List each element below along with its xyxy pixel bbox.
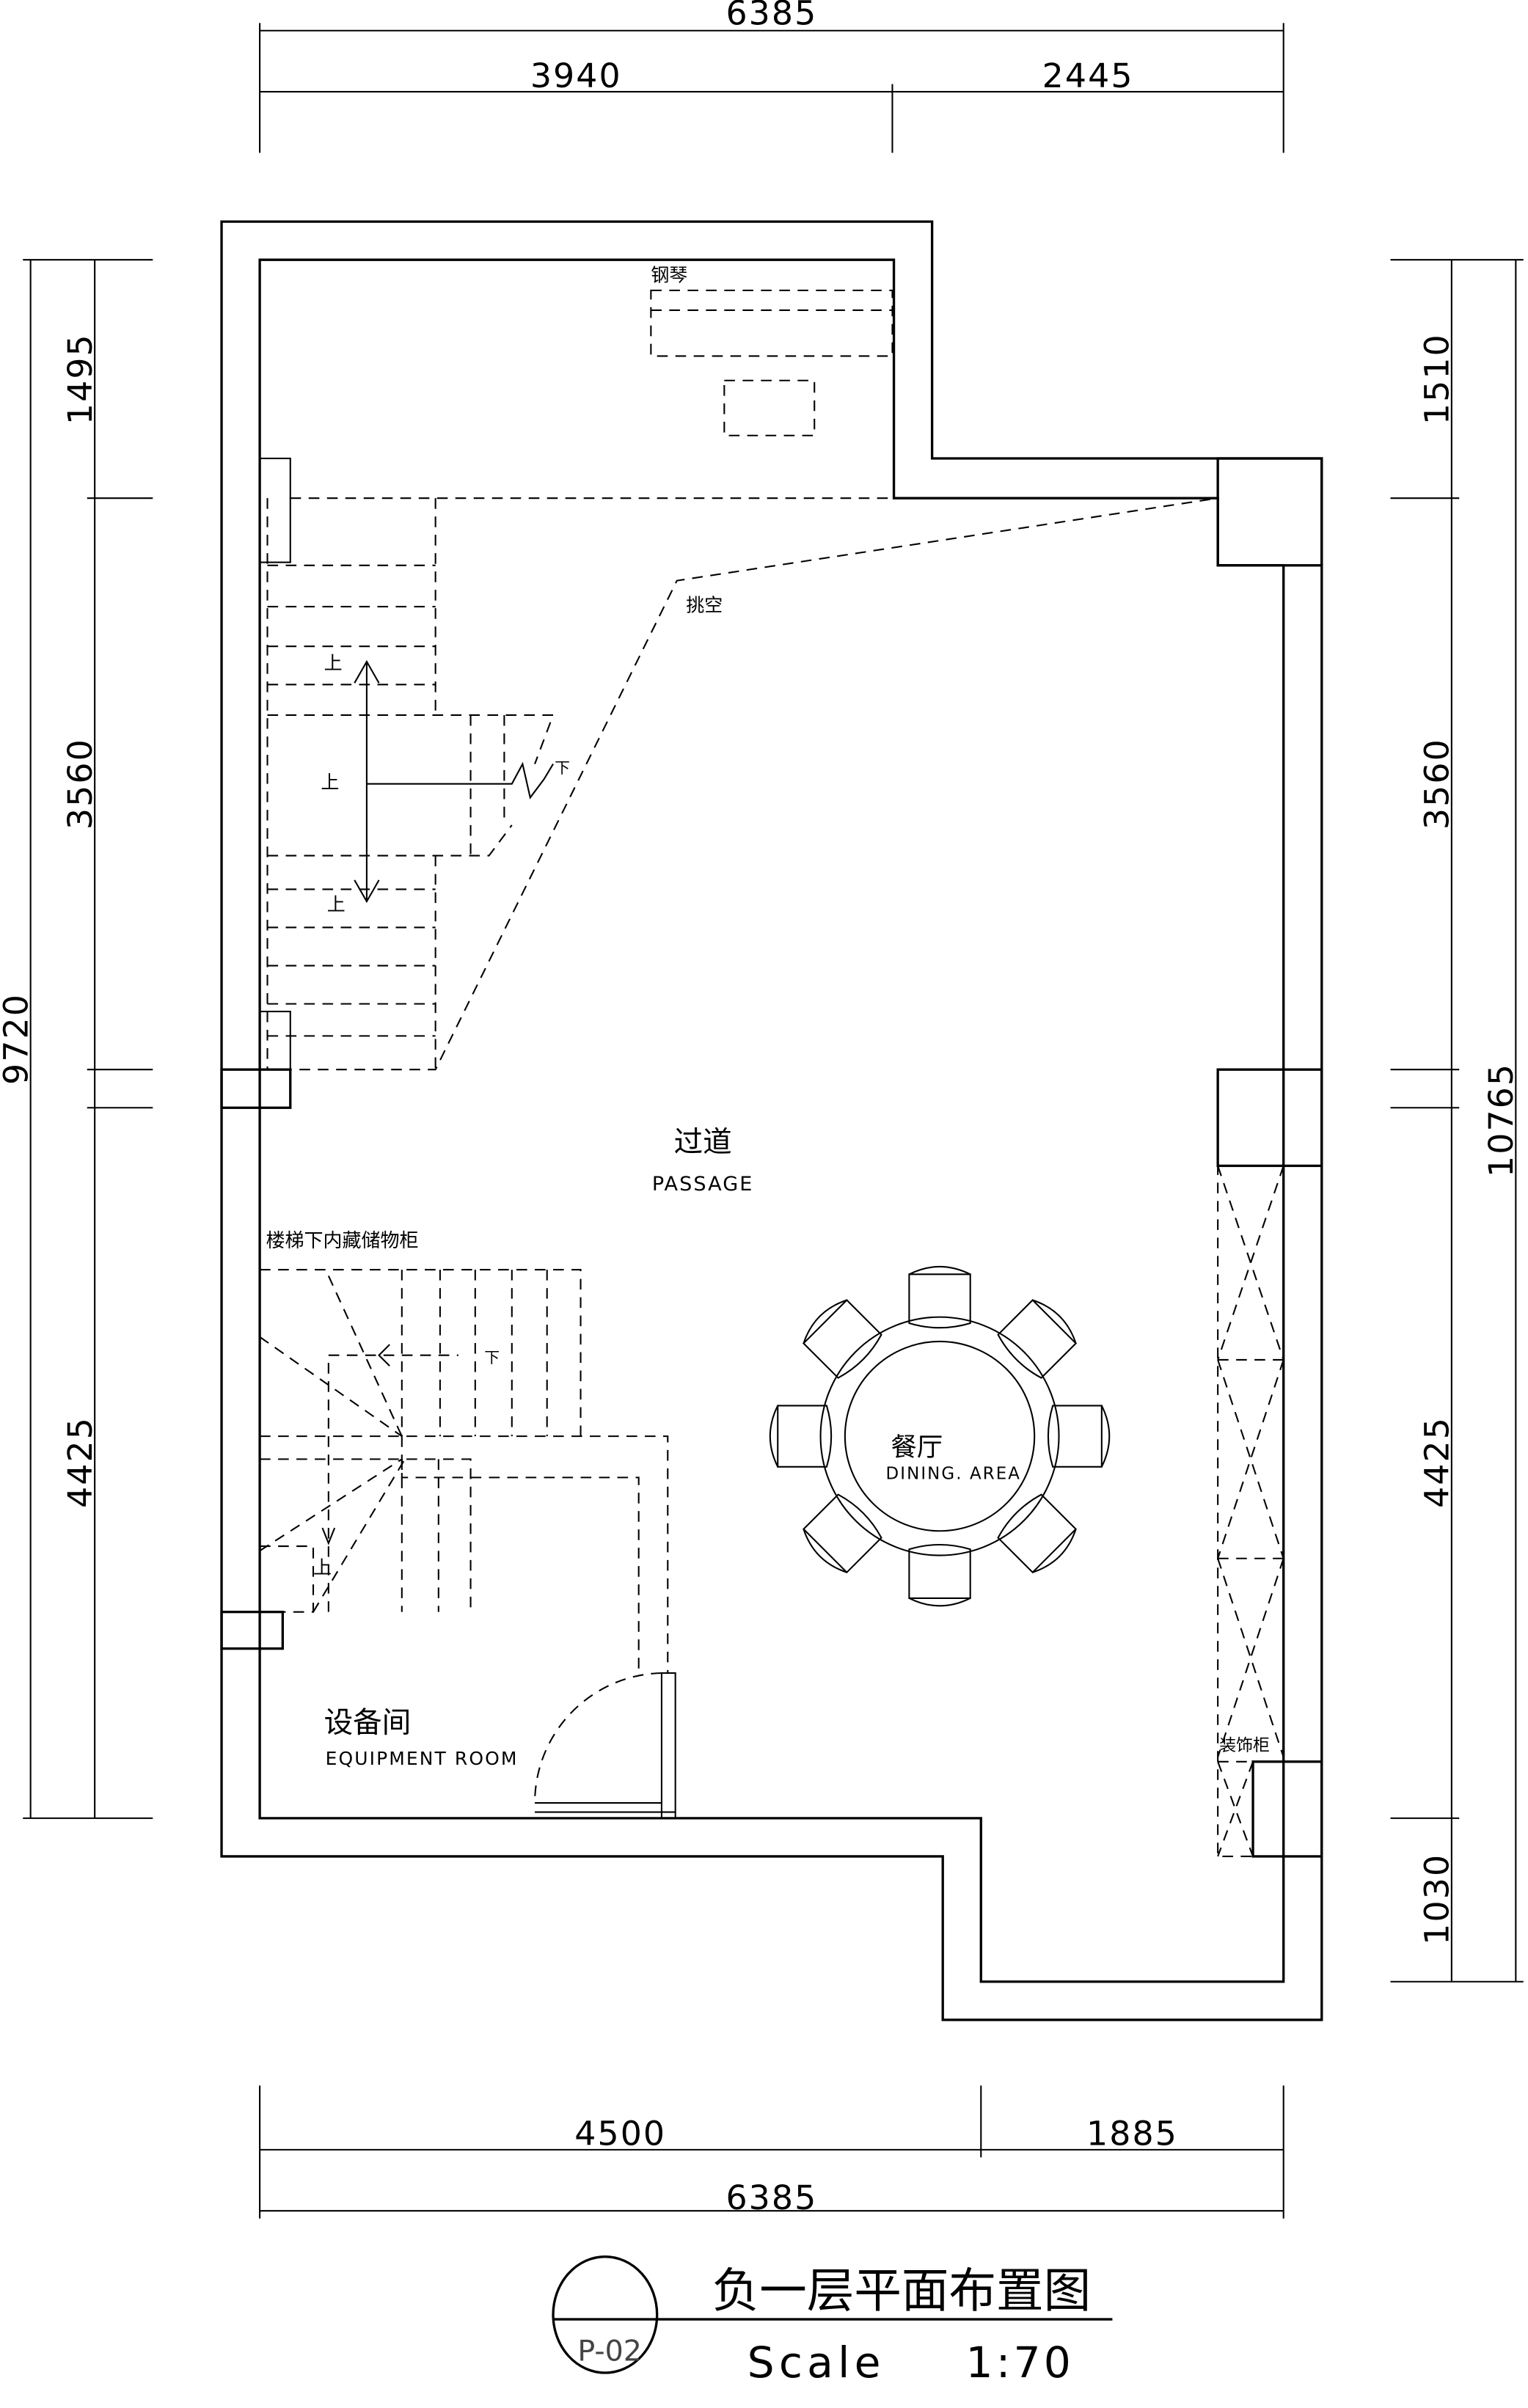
table-outer-ring <box>819 1316 1060 1556</box>
dim-top-1: 3940 <box>530 56 622 95</box>
label-up-3: 上 <box>327 894 346 915</box>
dim-right-4: 1030 <box>1417 1853 1457 1945</box>
label-up-4: 上 <box>313 1557 332 1578</box>
dim-right-1: 1510 <box>1417 333 1457 425</box>
dim-left-3: 4425 <box>60 1416 100 1508</box>
label-cabinet: 装饰柜 <box>1219 1736 1270 1755</box>
table-top <box>844 1340 1036 1532</box>
chair <box>908 1543 971 1607</box>
chair <box>802 1493 882 1574</box>
dim-top-total: 6385 <box>725 0 817 32</box>
label-storage: 楼梯下内藏储物柜 <box>266 1230 418 1252</box>
chair <box>802 1299 882 1379</box>
label-down-1: 下 <box>555 759 570 777</box>
dim-right-3: 4425 <box>1417 1416 1457 1508</box>
chair <box>908 1265 971 1329</box>
piano: 钢琴 <box>650 264 893 436</box>
label-equipment-cn: 设备间 <box>324 1706 412 1740</box>
dim-right-2: 3560 <box>1417 738 1457 830</box>
void-area: 挑空 <box>290 497 1218 1071</box>
label-dining-cn: 餐厅 <box>891 1432 943 1463</box>
dim-bottom-1: 4500 <box>574 2114 666 2153</box>
chair <box>769 1405 833 1468</box>
label-passage-en: PASSAGE <box>652 1173 754 1196</box>
scale-label: Scale <box>747 2338 885 2387</box>
lower-staircase: 楼梯下内藏储物柜 下 上 <box>259 1230 669 1673</box>
label-up-2: 上 <box>321 772 339 793</box>
label-piano: 钢琴 <box>651 264 687 285</box>
dining-table <box>769 1265 1111 1607</box>
dim-bottom-2: 1885 <box>1086 2114 1178 2153</box>
dimension-top: 6385 3940 2445 <box>259 0 1284 153</box>
sheet-number: P-02 <box>577 2334 642 2368</box>
scale-value: 1:70 <box>965 2338 1074 2387</box>
label-passage-cn: 过道 <box>674 1126 732 1160</box>
dimension-left: 1495 3560 4425 9720 <box>0 259 153 1819</box>
decorative-cabinet: 装饰柜 <box>1217 1165 1284 1857</box>
dim-left-2: 3560 <box>60 738 100 830</box>
label-up-1: 上 <box>324 652 343 673</box>
dim-left-1: 1495 <box>60 333 100 425</box>
label-dining-en: DINING. AREA <box>886 1464 1021 1483</box>
upper-staircase: 上 上 上 下 <box>266 498 570 1070</box>
walls <box>220 220 1323 2021</box>
dim-right-total: 10765 <box>1481 1063 1521 1177</box>
chair <box>997 1493 1078 1574</box>
chair <box>997 1299 1078 1379</box>
dimension-right: 1510 3560 4425 1030 10765 <box>1390 259 1524 1983</box>
label-down-2: 下 <box>484 1349 500 1366</box>
equipment-room-door <box>534 1672 676 1819</box>
dim-left-total: 9720 <box>0 993 35 1085</box>
label-void: 挑空 <box>686 594 723 615</box>
title-block: 负一层平面布置图 P-02 Scale 1:70 <box>552 2255 1113 2387</box>
label-equipment-en: EQUIPMENT ROOM <box>326 1748 519 1769</box>
drawing-title: 负一层平面布置图 <box>712 2264 1092 2319</box>
dimension-bottom: 4500 1885 6385 <box>259 2085 1284 2219</box>
dim-top-2: 2445 <box>1042 56 1134 95</box>
dim-bottom-total: 6385 <box>725 2178 817 2217</box>
chair <box>1047 1405 1111 1468</box>
